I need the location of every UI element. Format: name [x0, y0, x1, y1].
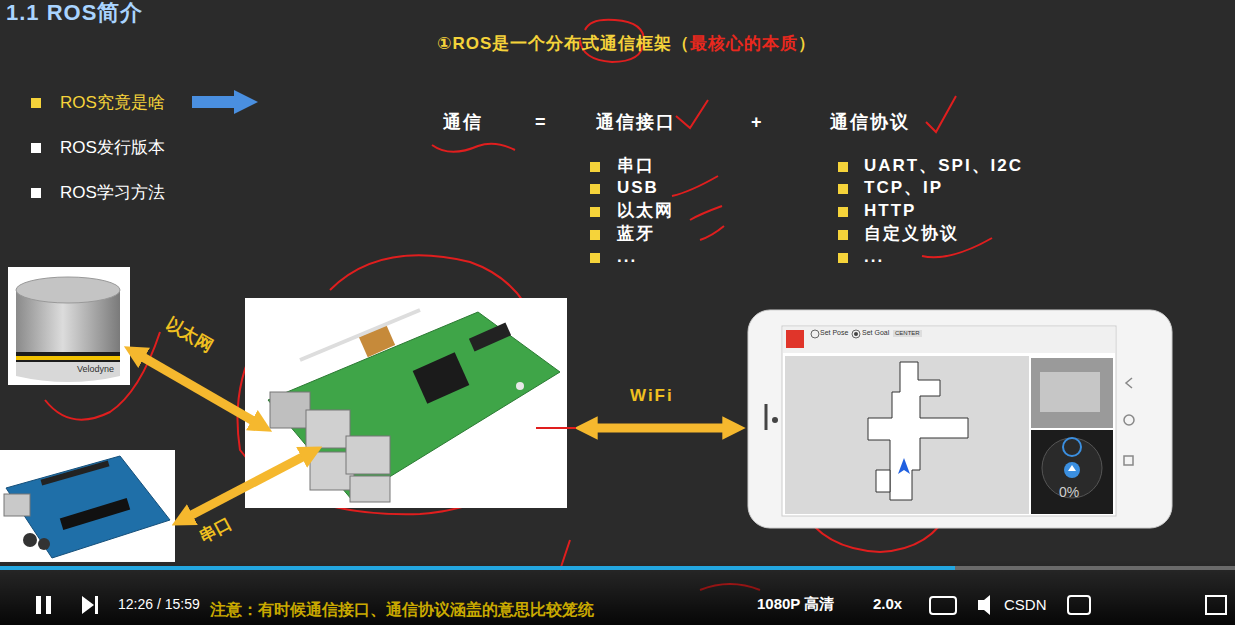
link-label: WiFi [630, 386, 674, 406]
list-item: ... [617, 247, 637, 267]
menu-item: ROS发行版本 [60, 138, 165, 158]
bullet-square [590, 207, 600, 217]
bullet-square [31, 143, 41, 153]
slide-title: 1.1 ROS简介 [6, 0, 143, 25]
subtitle-text: ） [798, 34, 816, 54]
list-item: HTTP [864, 201, 916, 221]
bullet-square [590, 253, 600, 263]
bullet-square [838, 184, 848, 194]
video-player-bar [0, 560, 1235, 625]
menu-item: ROS究竟是啥 [60, 93, 165, 113]
formula-term: 通信接口 [596, 112, 676, 133]
brand-mark: Velodyne [77, 364, 114, 374]
pointer-arrow [192, 90, 258, 114]
bullet-square [31, 98, 41, 108]
bullet-square [838, 253, 848, 263]
list-item: 自定义协议 [864, 224, 959, 244]
list-item: ... [864, 247, 884, 267]
raspberry-pi-picture [245, 298, 567, 508]
subtitle-emphasis: 最核心的本质 [690, 34, 798, 54]
arduino-picture [0, 450, 175, 562]
formula-term: 通信协议 [830, 112, 910, 133]
list-item: UART、SPI、I2C [864, 156, 1023, 176]
bullet-square [590, 230, 600, 240]
lidar-picture [8, 267, 130, 385]
speed-readout: 0% [1059, 484, 1079, 500]
app-control-text: Set Pose [820, 329, 848, 337]
menu-item: ROS学习方法 [60, 183, 165, 203]
bullet-square [838, 230, 848, 240]
link-arrow [134, 352, 734, 520]
formula-operator: = [535, 112, 546, 133]
bullet-square [31, 188, 41, 198]
slide-note: 注意：有时候通信接口、通信协议涵盖的意思比较笼统 [210, 601, 594, 619]
phone-picture [748, 310, 1172, 528]
app-button-text: CENTER [893, 330, 922, 337]
list-item: TCP、IP [864, 178, 943, 198]
list-item: 串口 [617, 156, 655, 176]
quality-setting: 1080P 高清 [757, 595, 834, 612]
formula-operator: + [751, 112, 762, 133]
subtitle-line: ①ROS是一个分布式通信框架（最核心的本质） [437, 34, 816, 54]
list-item: 蓝牙 [617, 224, 655, 244]
bullet-square [590, 162, 600, 172]
time-readout: 12:26 / 15:59 [118, 596, 200, 612]
formula-term: 通信 [443, 112, 483, 133]
bullet-square [838, 162, 848, 172]
link-label: 串口 [196, 514, 235, 547]
app-control-text: Set Goal [862, 329, 889, 337]
watermark: CSDN [1004, 596, 1047, 613]
speed-setting: 2.0x [873, 595, 902, 612]
subtitle-text: ①ROS是一个分布式通信框架（ [437, 34, 690, 54]
bullet-square [838, 207, 848, 217]
link-label: 以太网 [162, 314, 216, 356]
list-item: 以太网 [617, 201, 674, 221]
bullet-square [590, 184, 600, 194]
list-item: USB [617, 178, 659, 198]
